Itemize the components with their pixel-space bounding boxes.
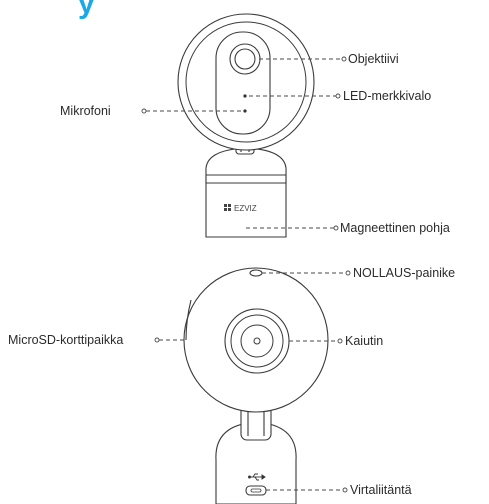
callout-led: LED-merkkivalo xyxy=(249,89,431,103)
label-power: Virtaliitäntä xyxy=(350,483,412,497)
label-led: LED-merkkivalo xyxy=(343,89,431,103)
callout-magnetic-base: Magneettinen pohja xyxy=(246,221,450,235)
ezviz-logo-icon xyxy=(224,204,231,211)
heading-fragment: y xyxy=(78,0,95,20)
label-speaker: Kaiutin xyxy=(345,334,383,348)
label-magnetic-base: Magneettinen pohja xyxy=(340,221,450,235)
label-reset: NOLLAUS-painike xyxy=(353,266,455,280)
magnetic-base-shape xyxy=(205,147,287,238)
camera-back-view xyxy=(183,267,329,504)
power-port-shape xyxy=(245,485,267,496)
camera-head-inner xyxy=(185,21,307,143)
microsd-slot-shape xyxy=(185,299,192,341)
label-microphone: Mikrofoni xyxy=(60,104,111,118)
callout-speaker: Kaiutin xyxy=(289,334,383,348)
base-collar xyxy=(205,174,287,184)
camera-front-view: EZVIZ xyxy=(177,13,315,238)
label-lens: Objektiivi xyxy=(348,52,399,66)
speaker-center xyxy=(253,337,261,345)
label-microsd: MicroSD-korttipaikka xyxy=(8,333,123,347)
mic-hole xyxy=(243,109,247,113)
callout-reset: NOLLAUS-painike xyxy=(262,266,455,280)
callout-microsd: MicroSD-korttipaikka xyxy=(8,333,186,347)
speaker-ring-inner xyxy=(240,324,274,358)
speaker-ring-mid xyxy=(230,314,284,368)
reset-button-shape xyxy=(249,269,263,277)
brand-logo-text: EZVIZ xyxy=(234,204,257,213)
led-dot xyxy=(243,94,247,98)
callout-microphone: Mikrofoni xyxy=(60,104,241,118)
speaker-ring-outer xyxy=(224,308,290,374)
lens-glass xyxy=(234,48,256,70)
usb-icon xyxy=(248,473,266,481)
callout-lens: Objektiivi xyxy=(259,52,399,66)
callout-power: Virtaliitäntä xyxy=(266,483,412,497)
